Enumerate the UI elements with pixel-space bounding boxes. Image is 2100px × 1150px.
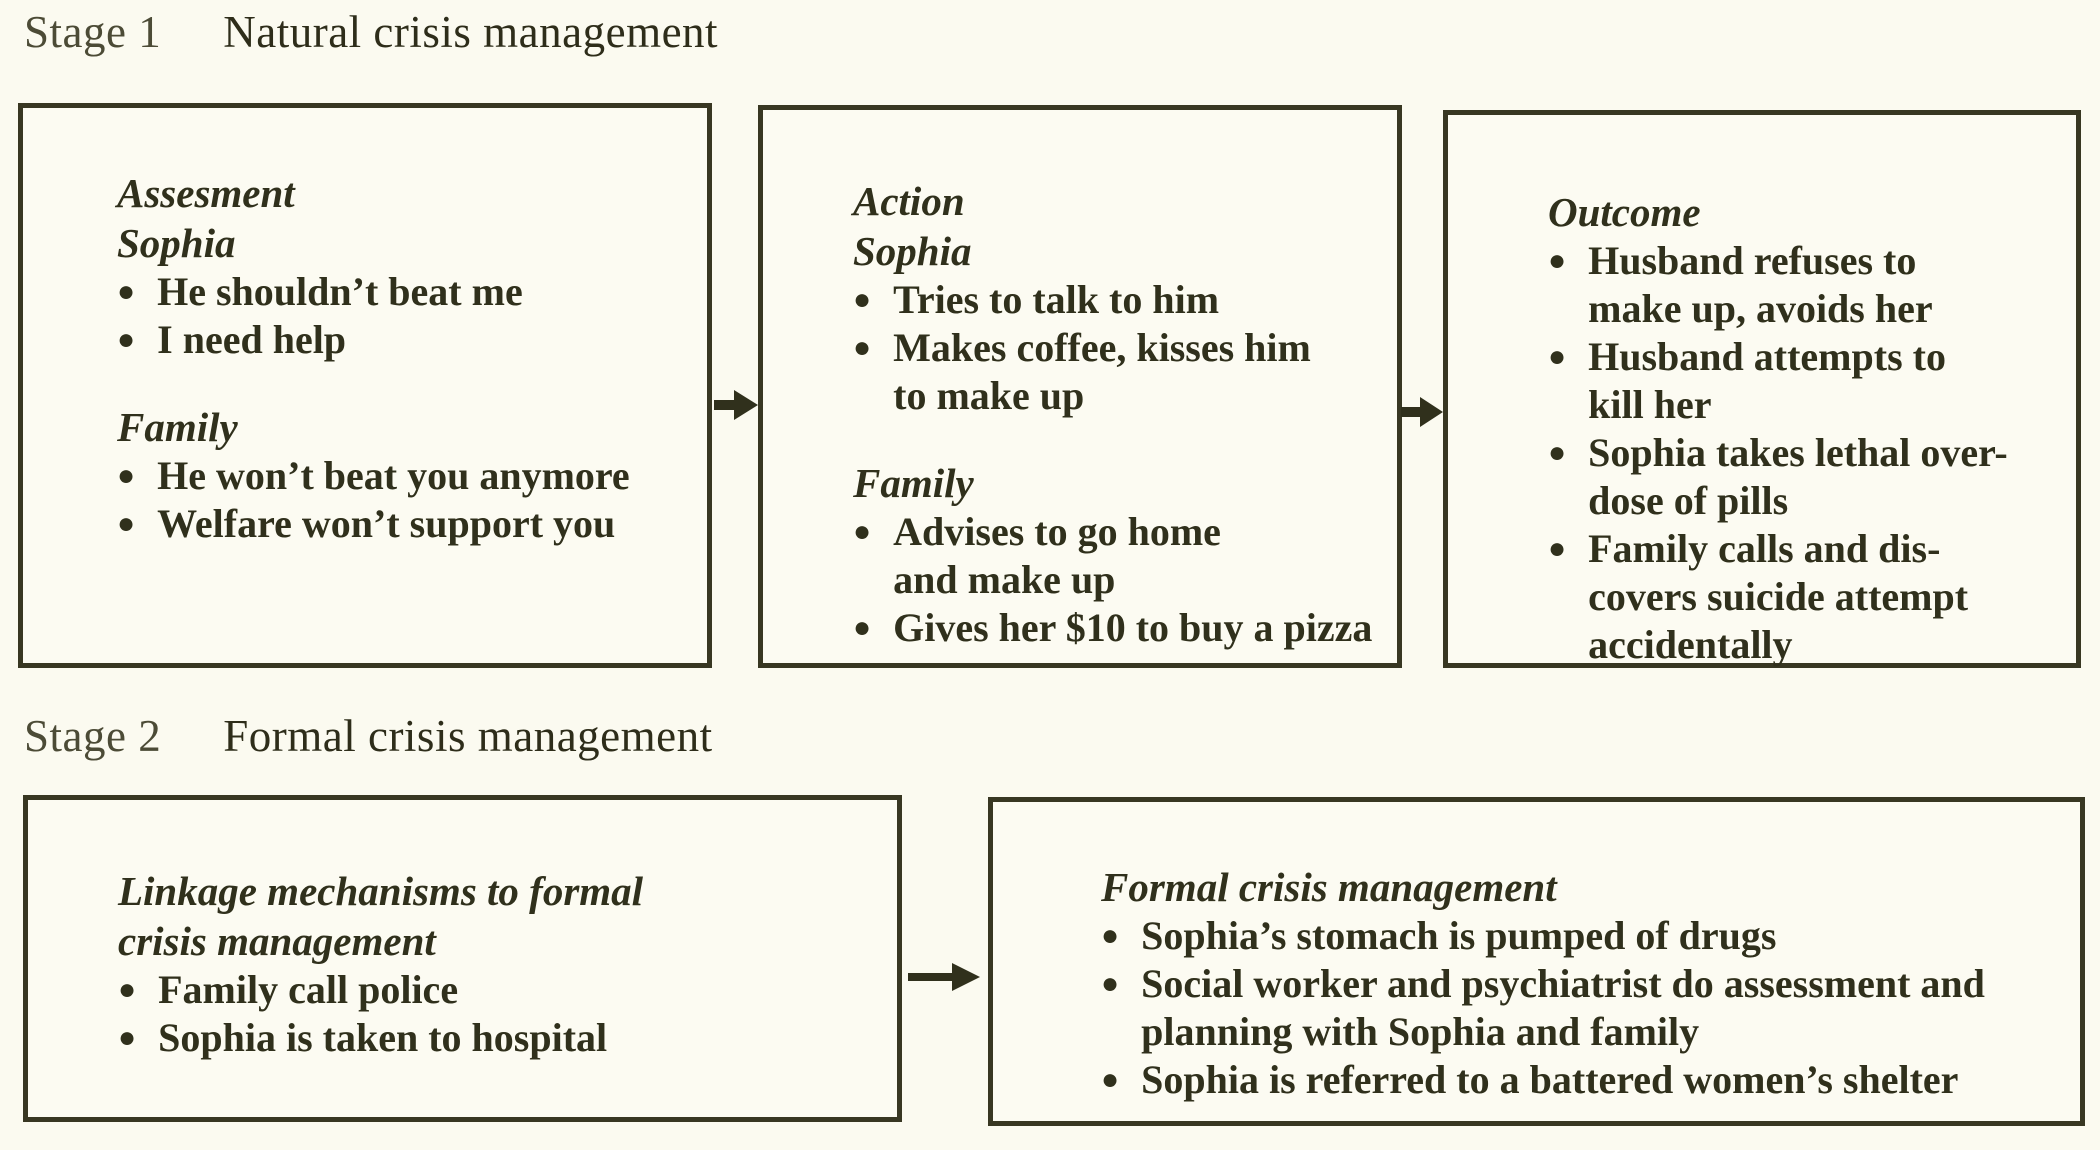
list-item: ● Husband attempts to kill her: [1548, 333, 2056, 429]
bullet-icon: ●: [1101, 919, 1120, 953]
assessment-box-title: Assesment: [117, 170, 295, 216]
assessment-family-section: Family ● He won’t beat you anymore ● Wel…: [117, 402, 679, 548]
list-item: ● Advises to go home and make up: [853, 508, 1377, 604]
list-item: ● Sophia’s stomach is pumped of drugs: [1101, 912, 2050, 960]
stage1-heading: Stage 1 Natural crisis management: [24, 6, 718, 58]
bullet-icon: ●: [117, 275, 136, 309]
action-family-heading: Family: [853, 460, 974, 507]
bullet-text: I need help: [157, 317, 347, 363]
bullet-text: Husband refuses to make up, avoids her: [1588, 238, 1933, 332]
bullet-icon: ●: [117, 459, 136, 493]
bullet-icon: ●: [853, 515, 872, 549]
list-item: ● Family call police: [118, 966, 867, 1014]
bullet-icon: ●: [117, 507, 136, 541]
bullet-text: Gives her $10 to buy a pizza: [893, 605, 1373, 651]
bullet-icon: ●: [118, 1021, 137, 1055]
outcome-list: ● Husband refuses to make up, avoids her…: [1548, 237, 2056, 669]
bullet-text: Family call police: [158, 967, 459, 1013]
stage2-label: Stage 2: [24, 711, 162, 761]
list-item: ● Social worker and psychiatrist do asse…: [1101, 960, 2050, 1056]
bullet-text: Advises to go home and make up: [893, 509, 1221, 603]
linkage-box: Linkage mechanisms to formal crisis mana…: [23, 795, 902, 1122]
bullet-icon: ●: [1548, 340, 1567, 374]
list-item: ● Welfare won’t support you: [117, 500, 679, 548]
list-item: ● Family calls and dis- covers suicide a…: [1548, 525, 2056, 669]
list-item: ● Tries to talk to him: [853, 276, 1377, 324]
list-item: ● Sophia is taken to hospital: [118, 1014, 867, 1062]
bullet-text: Social worker and psychiatrist do assess…: [1141, 961, 1985, 1055]
assessment-sophia-heading: Sophia: [117, 220, 236, 267]
list-item: ● Sophia takes lethal over- dose of pill…: [1548, 429, 2056, 525]
action-sophia-list: ● Tries to talk to him ● Makes coffee, k…: [853, 276, 1377, 420]
assessment-sophia-section: Sophia ● He shouldn’t beat me ● I need h…: [117, 218, 679, 364]
bullet-text: Welfare won’t support you: [157, 501, 616, 547]
bullet-text: Family calls and dis- covers suicide att…: [1588, 526, 1969, 668]
stage1-label: Stage 1: [24, 7, 162, 57]
list-item: ● Sophia is referred to a battered women…: [1101, 1056, 2050, 1104]
stage1-title: Natural crisis management: [223, 7, 719, 57]
bullet-icon: ●: [853, 611, 872, 645]
outcome-box-title: Outcome: [1548, 189, 1701, 235]
bullet-text: Sophia takes lethal over- dose of pills: [1588, 430, 2008, 524]
stage2-heading: Stage 2 Formal crisis management: [24, 710, 713, 762]
bullet-icon: ●: [1548, 244, 1567, 278]
bullet-text: Sophia is taken to hospital: [158, 1015, 608, 1061]
assessment-sophia-list: ● He shouldn’t beat me ● I need help: [117, 268, 679, 364]
action-family-list: ● Advises to go home and make up ● Gives…: [853, 508, 1377, 652]
bullet-text: He won’t beat you anymore: [157, 453, 630, 499]
linkage-box-title: Linkage mechanisms to formal crisis mana…: [118, 868, 644, 965]
action-box-title: Action: [853, 178, 965, 224]
bullet-icon: ●: [1548, 436, 1567, 470]
arrow-right-icon: [712, 385, 758, 425]
action-sophia-section: Sophia ● Tries to talk to him ● Makes co…: [853, 226, 1377, 420]
bullet-icon: ●: [1548, 532, 1567, 566]
bullet-text: Makes coffee, kisses him to make up: [893, 325, 1311, 419]
bullet-icon: ●: [118, 973, 137, 1007]
list-item: ● He won’t beat you anymore: [117, 452, 679, 500]
bullet-icon: ●: [853, 331, 872, 365]
bullet-icon: ●: [1101, 1063, 1120, 1097]
assessment-family-list: ● He won’t beat you anymore ● Welfare wo…: [117, 452, 679, 548]
action-family-section: Family ● Advises to go home and make up …: [853, 458, 1377, 652]
action-sophia-heading: Sophia: [853, 228, 972, 275]
list-item: ● He shouldn’t beat me: [117, 268, 679, 316]
outcome-box: Outcome ● Husband refuses to make up, av…: [1443, 110, 2081, 668]
bullet-text: He shouldn’t beat me: [157, 269, 523, 315]
action-box: Action Sophia ● Tries to talk to him ● M…: [758, 105, 1402, 668]
arrow-right-icon: [906, 957, 980, 997]
bullet-text: Husband attempts to kill her: [1588, 334, 1946, 428]
formal-box: Formal crisis management ● Sophia’s stom…: [988, 797, 2085, 1126]
bullet-text: Sophia’s stomach is pumped of drugs: [1141, 913, 1777, 959]
list-item: ● Gives her $10 to buy a pizza: [853, 604, 1377, 652]
list-item: ● I need help: [117, 316, 679, 364]
stage2-title: Formal crisis management: [223, 711, 713, 761]
assessment-family-heading: Family: [117, 404, 238, 451]
list-item: ● Husband refuses to make up, avoids her: [1548, 237, 2056, 333]
list-item: ● Makes coffee, kisses him to make up: [853, 324, 1377, 420]
arrow-right-icon: [1400, 392, 1443, 432]
bullet-text: Sophia is referred to a battered women’s…: [1141, 1057, 1959, 1103]
bullet-text: Tries to talk to him: [893, 277, 1220, 323]
bullet-icon: ●: [117, 323, 136, 357]
bullet-icon: ●: [853, 283, 872, 317]
formal-list: ● Sophia’s stomach is pumped of drugs ● …: [1101, 912, 2050, 1104]
bullet-icon: ●: [1101, 967, 1120, 1001]
formal-box-title: Formal crisis management: [1101, 864, 1557, 910]
assessment-box: Assesment Sophia ● He shouldn’t beat me …: [18, 103, 712, 668]
linkage-list: ● Family call police ● Sophia is taken t…: [118, 966, 867, 1062]
